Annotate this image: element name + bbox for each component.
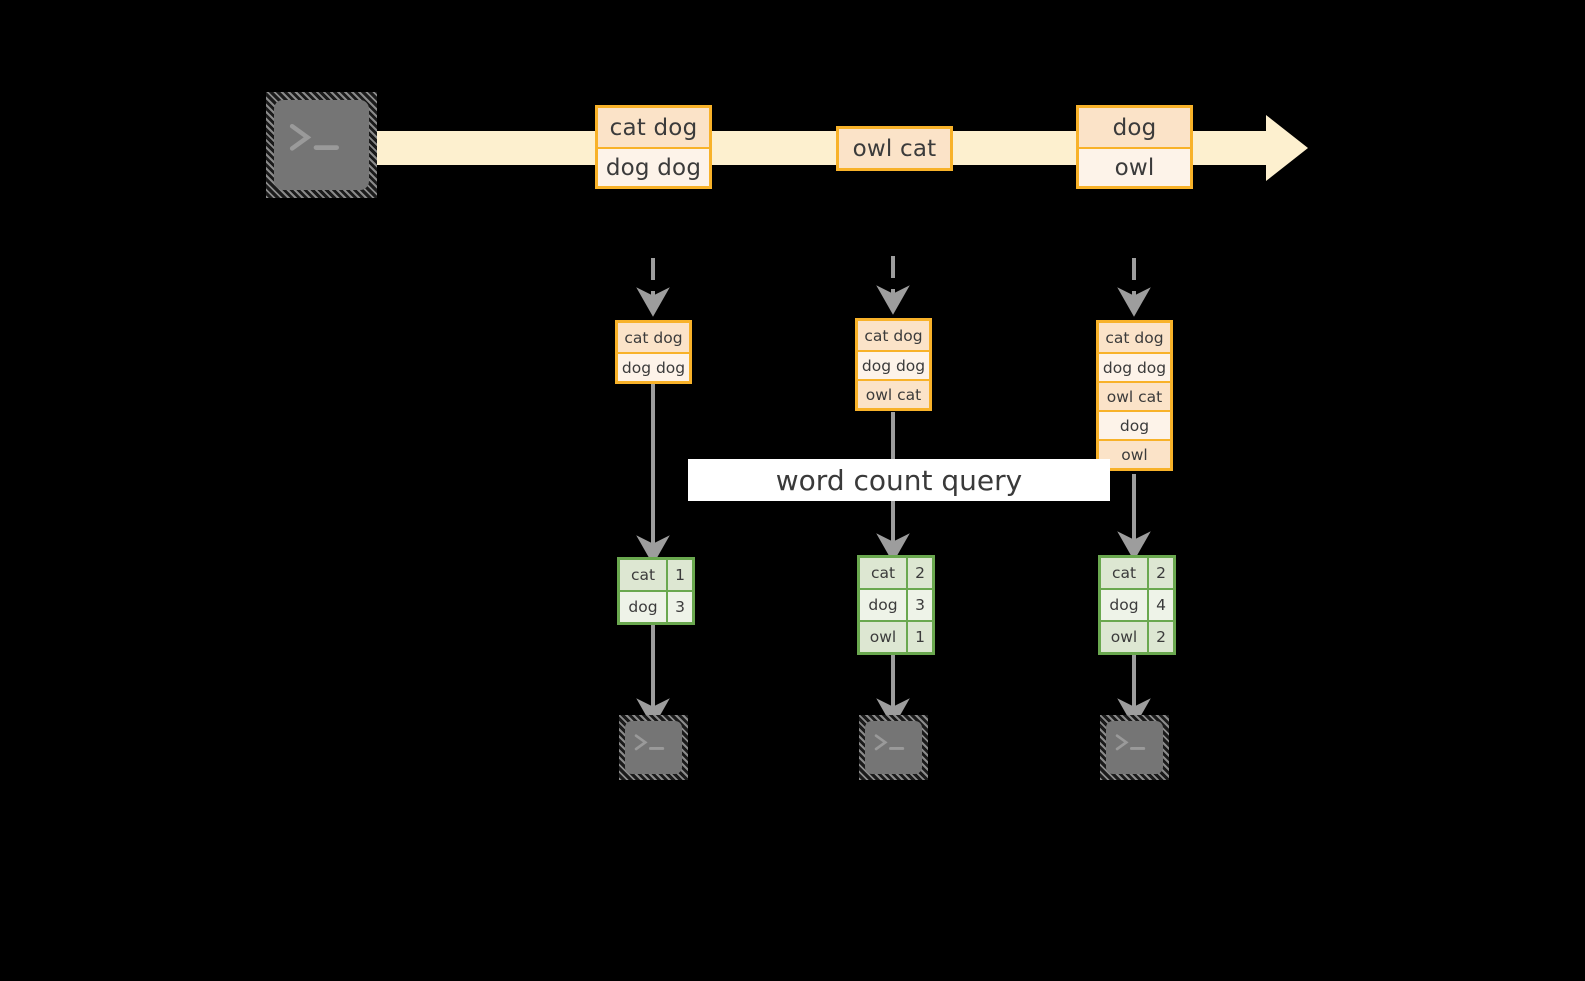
snapshot-input-row: owl	[1099, 439, 1170, 468]
result-table-1[interactable]: cat 1 dog 3	[617, 557, 695, 625]
snapshot-input-row: cat dog	[858, 321, 929, 350]
table-row: dog 4	[1101, 588, 1173, 620]
result-word: cat	[860, 558, 906, 588]
snapshot-input-2[interactable]: cat dog dog dog owl cat	[855, 318, 932, 411]
terminal-prompt-icon	[1114, 728, 1155, 758]
snapshot-input-row: dog	[1099, 410, 1170, 439]
result-word: dog	[860, 590, 906, 620]
result-count: 4	[1147, 590, 1173, 620]
table-row: dog 3	[620, 590, 692, 622]
result-word: cat	[1101, 558, 1147, 588]
terminal-prompt-icon	[287, 113, 355, 163]
query-label: word count query	[688, 459, 1110, 501]
source-terminal-icon[interactable]	[266, 92, 377, 198]
snapshot-input-1[interactable]: cat dog dog dog	[615, 320, 692, 384]
stream-event-row: cat dog	[598, 108, 709, 147]
result-count: 1	[906, 622, 932, 652]
result-count: 2	[906, 558, 932, 588]
sink-terminal-icon-3[interactable]	[1100, 715, 1169, 780]
terminal-prompt-icon	[633, 728, 674, 758]
snapshot-input-row: cat dog	[1099, 323, 1170, 352]
snapshot-input-row: owl cat	[858, 379, 929, 408]
snapshot-input-3[interactable]: cat dog dog dog owl cat dog owl	[1096, 320, 1173, 471]
stream-event-row: dog	[1079, 108, 1190, 147]
result-table-3[interactable]: cat 2 dog 4 owl 2	[1098, 555, 1176, 655]
snapshot-input-row: dog dog	[1099, 352, 1170, 381]
table-row: owl 1	[860, 620, 932, 652]
terminal-screen	[274, 100, 369, 190]
snapshot-input-row: cat dog	[618, 323, 689, 352]
table-row: cat 2	[1101, 558, 1173, 588]
terminal-prompt-icon	[873, 728, 914, 758]
result-word: dog	[620, 592, 666, 622]
terminal-screen	[865, 721, 922, 774]
result-word: dog	[1101, 590, 1147, 620]
result-word: owl	[1101, 622, 1147, 652]
sink-connectors	[636, 622, 1151, 728]
snapshot-input-row: dog dog	[618, 352, 689, 381]
terminal-screen	[625, 721, 682, 774]
dashed-connectors	[636, 256, 1151, 317]
table-row: dog 3	[860, 588, 932, 620]
table-row: owl 2	[1101, 620, 1173, 652]
result-count: 2	[1147, 558, 1173, 588]
result-count: 1	[666, 560, 692, 590]
stream-event-2[interactable]: owl cat	[836, 126, 953, 171]
result-count: 3	[666, 592, 692, 622]
query-label-text: word count query	[775, 463, 1023, 497]
stream-event-3[interactable]: dog owl	[1076, 105, 1193, 189]
table-row: cat 2	[860, 558, 932, 588]
snapshot-input-row: dog dog	[858, 350, 929, 379]
stream-event-1[interactable]: cat dog dog dog	[595, 105, 712, 189]
stream-event-row: owl cat	[839, 129, 950, 168]
terminal-screen	[1106, 721, 1163, 774]
result-word: owl	[860, 622, 906, 652]
sink-terminal-icon-2[interactable]	[859, 715, 928, 780]
table-row: cat 1	[620, 560, 692, 590]
result-count: 2	[1147, 622, 1173, 652]
stream-event-row: owl	[1079, 147, 1190, 186]
snapshot-input-row: owl cat	[1099, 381, 1170, 410]
sink-terminal-icon-1[interactable]	[619, 715, 688, 780]
result-table-2[interactable]: cat 2 dog 3 owl 1	[857, 555, 935, 655]
stream-event-row: dog dog	[598, 147, 709, 186]
result-word: cat	[620, 560, 666, 590]
result-count: 3	[906, 590, 932, 620]
